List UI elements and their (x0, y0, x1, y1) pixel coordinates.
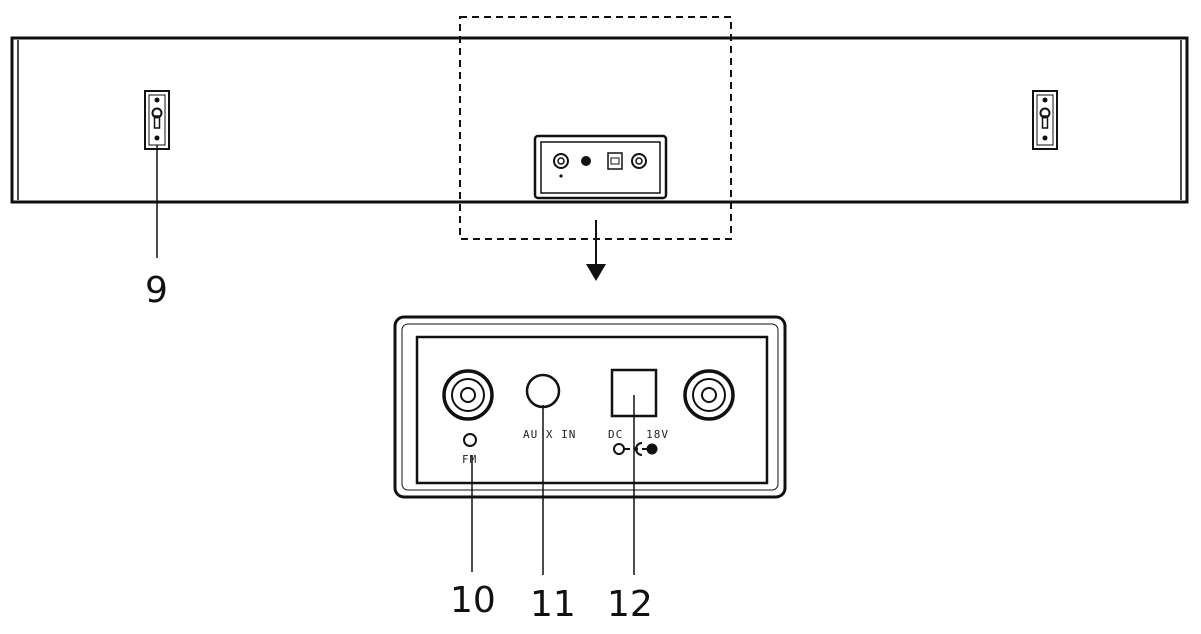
callout-12: 12 (607, 584, 653, 625)
dc-18v-label: DC 18V (608, 428, 669, 441)
down-arrow-icon (586, 220, 606, 281)
callout-9: 9 (145, 270, 168, 311)
connector-panel-small (533, 134, 668, 200)
fm-label: FM (462, 453, 477, 466)
zoom-frame (459, 16, 732, 240)
fm-antenna-socket (463, 433, 477, 447)
aux-in-label: AU X IN (523, 428, 576, 441)
dc-polarity-icon (613, 442, 658, 456)
connector-panel-enlarged: FM AU X IN DC 18V (393, 315, 787, 499)
callout-10: 10 (450, 580, 496, 621)
keyhole-mount-icon (144, 90, 170, 150)
soundbar-body (10, 36, 1189, 204)
round-jack-icon (442, 369, 494, 421)
callout-11: 11 (530, 584, 576, 625)
aux-in-socket (525, 373, 561, 409)
leader-lines (156, 145, 635, 575)
keyhole-mount-icon (1032, 90, 1058, 150)
round-jack-icon (683, 369, 735, 421)
